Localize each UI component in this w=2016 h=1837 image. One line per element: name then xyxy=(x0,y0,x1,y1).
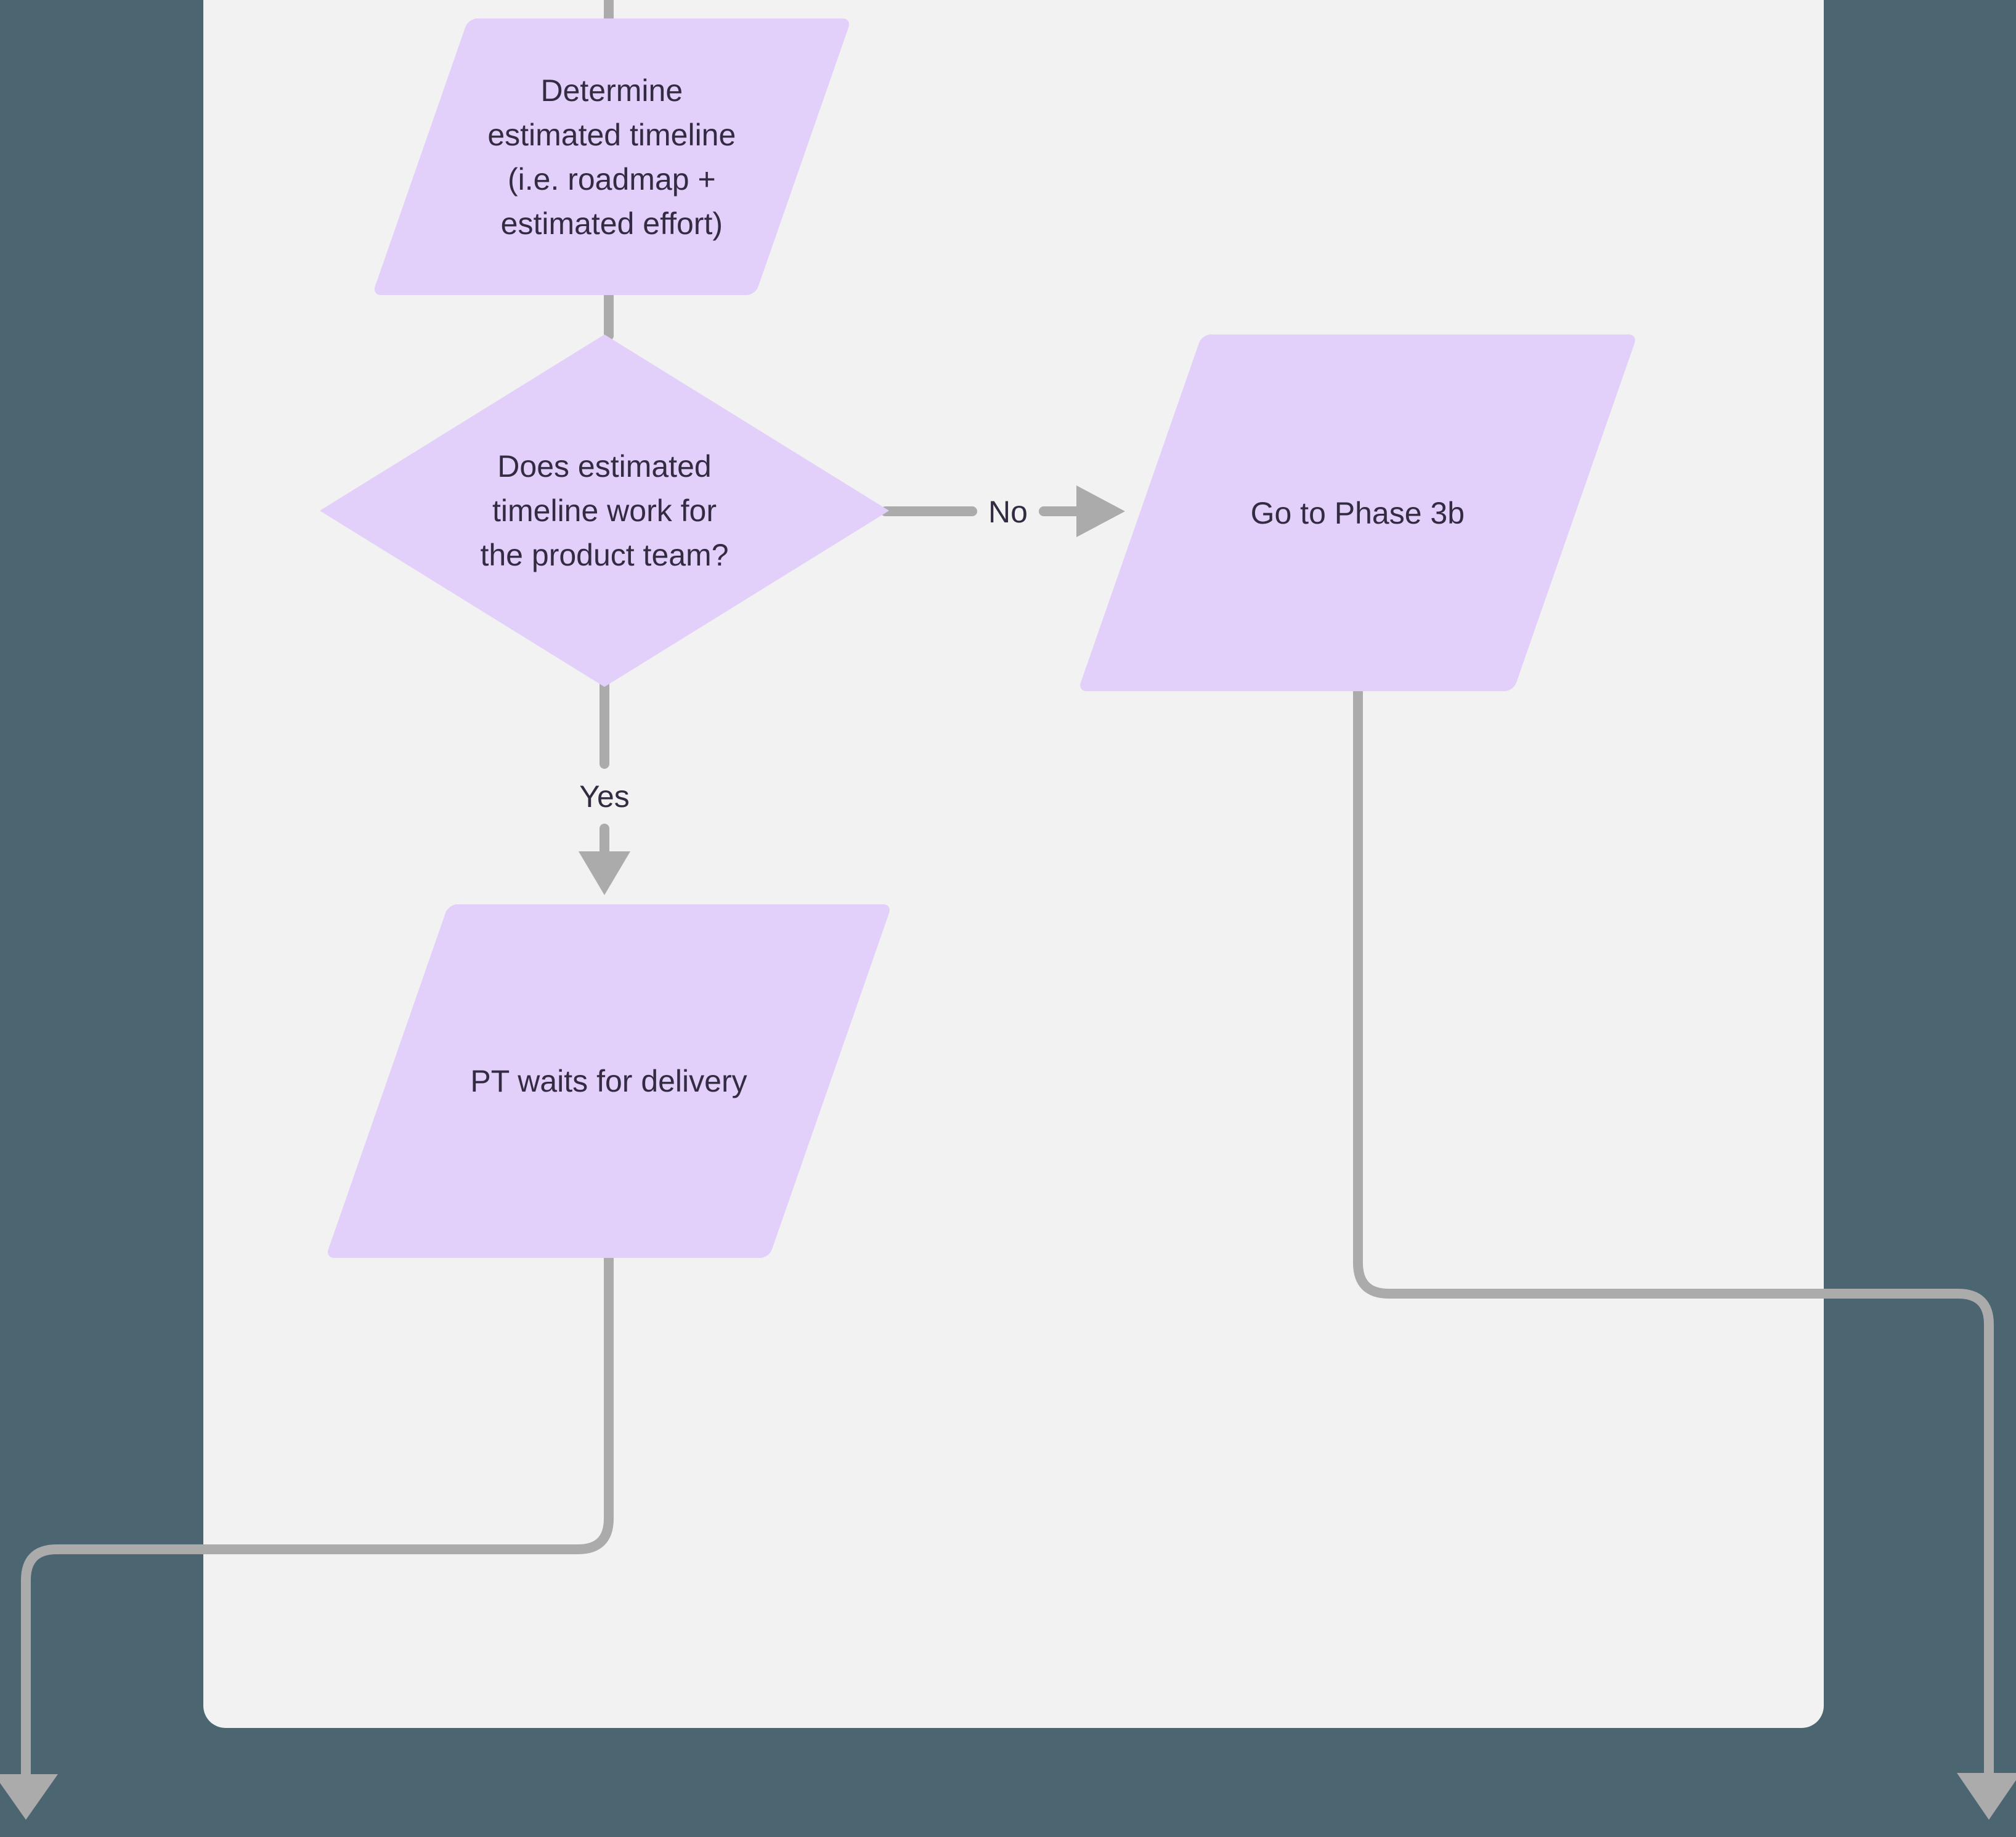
node-pt-waits-for-delivery-label: PT waits for delivery xyxy=(470,1064,747,1098)
connector-phase-3b-exit[interactable] xyxy=(1353,686,1994,1779)
arrowhead-bottom-left[interactable] xyxy=(0,1774,58,1820)
arrowhead-no-right[interactable] xyxy=(1076,485,1125,537)
node-timeline-works-decision-label: Does estimated timeline work for the pro… xyxy=(480,449,729,572)
edge-label-yes[interactable]: Yes xyxy=(579,779,630,814)
node-go-to-phase-3b-label: Go to Phase 3b xyxy=(1250,495,1465,530)
arrowhead-yes-down[interactable] xyxy=(579,851,630,895)
edge-label-no[interactable]: No xyxy=(988,495,1028,529)
connector-pt-waits-exit[interactable] xyxy=(21,1253,614,1780)
arrowhead-bottom-right[interactable] xyxy=(1957,1773,2016,1820)
node-determine-estimated-timeline-label: Determine estimated timeline (i.e. roadm… xyxy=(487,73,736,241)
